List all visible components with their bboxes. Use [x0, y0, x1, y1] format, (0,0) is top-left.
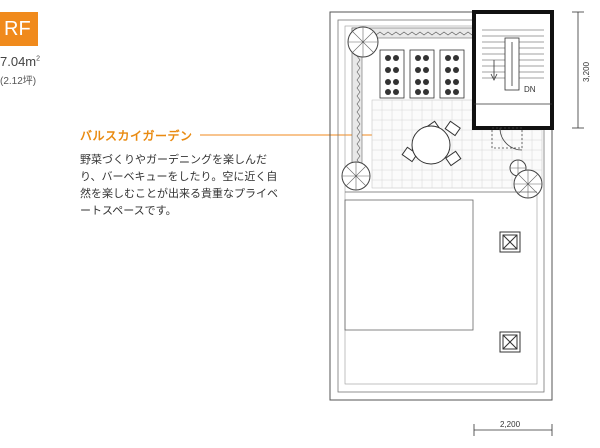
stair-door: [491, 127, 523, 151]
floor-area-value: 7.04m: [0, 54, 37, 69]
vegetable-planters: [379, 49, 465, 99]
patio-table-set: [401, 120, 462, 167]
floor-area: 7.04m2: [0, 54, 40, 69]
roof-outline: [329, 11, 553, 401]
floor-area-unit: 2: [36, 55, 41, 63]
dimension-vertical-label: 3,200: [582, 61, 591, 82]
floor-area-tsubo: (2.12坪): [0, 76, 37, 87]
roof-vent-upper: [499, 231, 521, 253]
roof-deck-panel: [344, 199, 474, 331]
dimension-vertical: [572, 11, 584, 129]
tree-right-large: [513, 169, 543, 199]
dimension-horizontal-label: 2,200: [500, 420, 521, 429]
callout-title: バルスカイガーデン: [80, 129, 193, 143]
dimension-horizontal: [473, 424, 553, 436]
stair-core: [472, 10, 554, 130]
callout-body: 野菜づくりやガーデニングを楽しんだり、バーベキューをしたり。空に近く自然を楽しむ…: [80, 153, 278, 217]
roof-vent-lower: [499, 331, 521, 353]
stair-direction-label: DN: [524, 85, 536, 94]
roof-parapet-inner: [337, 19, 545, 393]
tree-bottom-left: [341, 161, 371, 191]
floor-badge: RF: [0, 12, 38, 46]
tree-top-left: [347, 26, 379, 58]
